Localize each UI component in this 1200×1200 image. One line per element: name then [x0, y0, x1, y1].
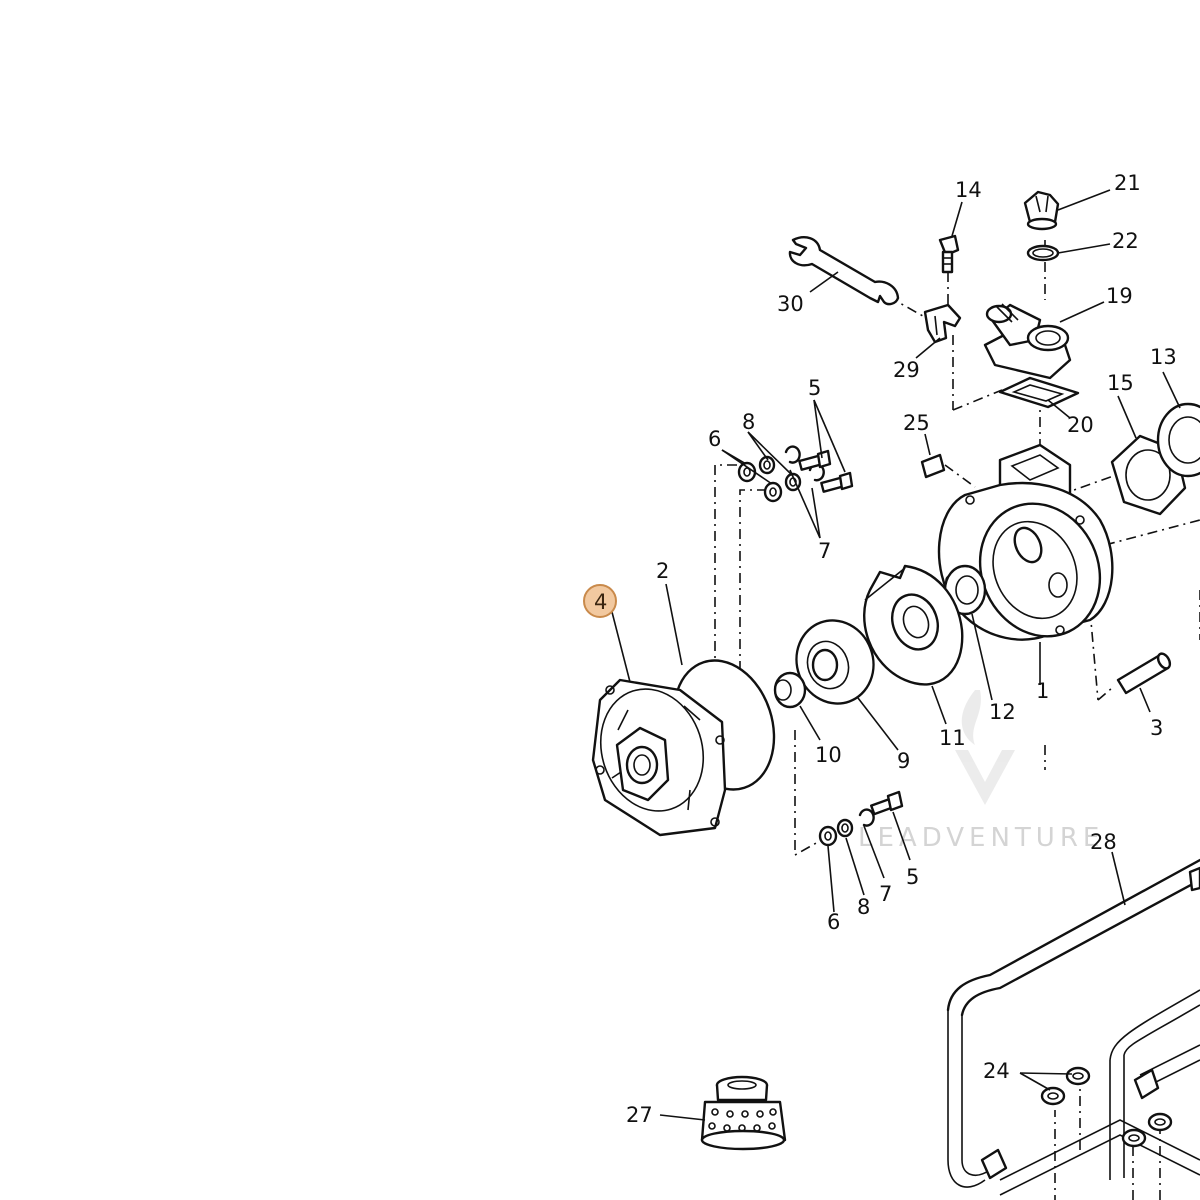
bolt-part-14: [938, 234, 960, 274]
callout-28: 28: [1090, 830, 1117, 854]
watermark-logo: [955, 690, 1015, 805]
fastener-set-lower: [818, 790, 904, 847]
watermark-text: LEADVENTURE: [858, 823, 1104, 853]
callout-2: 2: [656, 559, 669, 583]
wear-ring-part-10: [773, 671, 807, 709]
callout-8-upper: 8: [742, 410, 755, 434]
callout-4[interactable]: 4: [594, 590, 607, 614]
callout-5-lower: 5: [906, 865, 919, 889]
stud-part-3: [1116, 652, 1172, 695]
clamp-part-29: [923, 303, 962, 344]
callout-21: 21: [1114, 171, 1141, 195]
callout-3: 3: [1150, 716, 1163, 740]
callout-22: 22: [1112, 229, 1139, 253]
callout-4-highlight[interactable]: 4: [583, 584, 617, 618]
callout-1: 1: [1036, 679, 1049, 703]
o-ring-part-22: [1026, 244, 1060, 262]
strainer-part-27: [700, 1075, 787, 1151]
pump-casing-part-1: [937, 443, 1114, 641]
callout-6-upper: 6: [708, 427, 721, 451]
highlight-marker[interactable]: [583, 584, 617, 618]
callout-15: 15: [1107, 371, 1134, 395]
plug-part-21: [1023, 190, 1060, 231]
callout-14: 14: [955, 178, 982, 202]
callout-13: 13: [1150, 345, 1177, 369]
callout-25: 25: [903, 411, 930, 435]
callout-20: 20: [1067, 413, 1094, 437]
fastener-set-upper: [737, 445, 854, 503]
callout-12: 12: [989, 700, 1016, 724]
callout-11: 11: [939, 726, 966, 750]
front-cover-part-4: [591, 678, 727, 837]
gasket-part-13: [1156, 402, 1200, 478]
frame-part-28: [946, 858, 1200, 1196]
label-part-25: [920, 453, 946, 479]
callout-7-lower: 7: [879, 882, 892, 906]
callout-27: 27: [626, 1103, 653, 1127]
callout-labels: 14 21 22 19 30 29 13 15 5 20 25 8 6 7 2 …: [626, 171, 1177, 1127]
gasket-part-20: [998, 376, 1080, 409]
leader-lines: [611, 189, 1181, 1121]
callout-5-upper: 5: [808, 376, 821, 400]
impeller-part-9: [795, 619, 875, 705]
nut-set-part-24: [1040, 1066, 1173, 1148]
callout-7-upper: 7: [818, 539, 831, 563]
callout-19: 19: [1106, 284, 1133, 308]
callout-6-lower: 6: [827, 910, 840, 934]
discharge-elbow-part-19: [983, 303, 1072, 380]
volute-part-11: [863, 564, 964, 686]
callout-29: 29: [893, 358, 920, 382]
callout-30: 30: [777, 292, 804, 316]
wrench-part-30: [788, 236, 900, 306]
callout-9: 9: [897, 749, 910, 773]
callout-24: 24: [983, 1059, 1010, 1083]
callout-8-lower: 8: [857, 895, 870, 919]
callout-10: 10: [815, 743, 842, 767]
